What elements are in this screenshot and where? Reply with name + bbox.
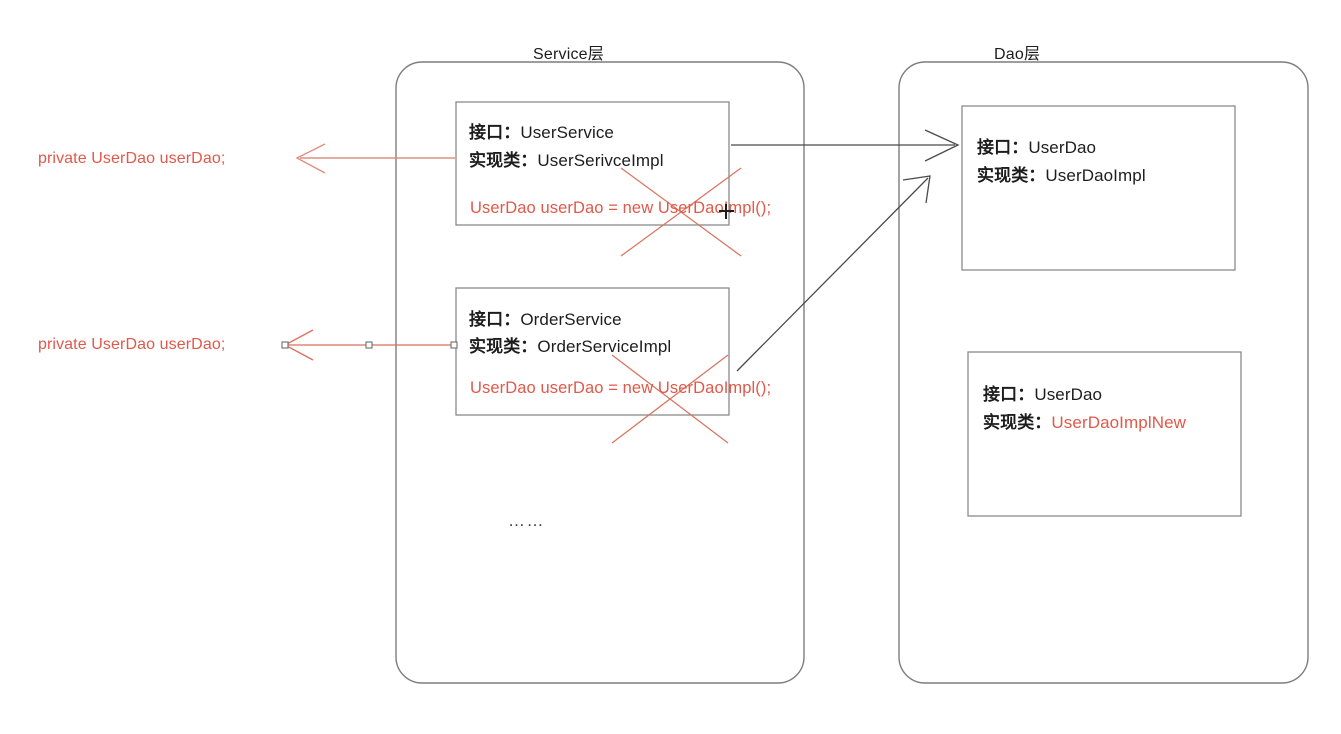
card-user-dao-impl-value: UserDaoImpl: [1045, 166, 1146, 185]
service-layer-ellipsis: ……: [508, 511, 545, 530]
card-user-dao-interface-value: UserDao: [1028, 138, 1097, 157]
card-order-service-code: UserDao userDao = new UserDaoImpl();: [470, 379, 772, 397]
card-user-dao-new-box[interactable]: [967, 351, 1242, 517]
move-crosshair-cursor: [719, 204, 734, 219]
card-user-service-impl-label: 实现类：: [469, 151, 538, 170]
strikeout-x-order-service: [611, 354, 729, 444]
card-user-dao-new-interface-row: 接口：UserDao: [983, 380, 1102, 405]
card-user-dao-new-impl-label: 实现类：: [983, 413, 1052, 432]
card-order-service-impl-row: 实现类：OrderServiceImpl: [469, 332, 671, 357]
note-user-dao-field-bottom: private UserDao userDao;: [38, 336, 226, 353]
card-user-service-interface-value: UserService: [520, 123, 614, 142]
note-user-dao-field-top: private UserDao userDao;: [38, 150, 226, 167]
card-user-service-interface-label: 接口：: [469, 123, 521, 142]
card-user-service-impl-value: UserSerivceImpl: [537, 151, 664, 170]
card-order-service-interface-row: 接口：OrderService: [469, 305, 622, 330]
connector-service-to-dao-horizontal[interactable]: [731, 129, 960, 162]
card-user-service-interface-row: 接口：UserService: [469, 118, 614, 143]
card-user-dao-new-impl-value: UserDaoImplNew: [1051, 413, 1187, 432]
card-user-dao-new-impl-row: 实现类：UserDaoImplNew: [983, 408, 1186, 433]
connector-order-service-to-note[interactable]: [283, 329, 455, 361]
card-order-service-interface-value: OrderService: [520, 310, 622, 329]
card-order-service-interface-label: 接口：: [469, 310, 521, 329]
card-user-dao-interface-row: 接口：UserDao: [977, 133, 1096, 158]
card-user-dao-interface-label: 接口：: [977, 138, 1029, 157]
card-user-dao-new-interface-label: 接口：: [983, 385, 1035, 404]
card-user-dao-impl-row: 实现类：UserDaoImpl: [977, 161, 1146, 186]
dao-layer-container[interactable]: [898, 61, 1309, 684]
card-user-dao-box[interactable]: [961, 105, 1236, 271]
card-user-dao-impl-label: 实现类：: [977, 166, 1046, 185]
card-user-service-impl-row: 实现类：UserSerivceImpl: [469, 146, 664, 171]
card-order-service-impl-value: OrderServiceImpl: [537, 337, 672, 356]
card-user-dao-new-interface-value: UserDao: [1034, 385, 1103, 404]
dao-layer-title: Dao层: [994, 46, 1041, 63]
card-user-service-code: UserDao userDao = new UserDaoImpl();: [470, 199, 772, 217]
connector-endpoint-handles[interactable]: [281, 341, 458, 349]
card-order-service-impl-label: 实现类：: [469, 337, 538, 356]
service-layer-title: Service层: [533, 46, 604, 63]
connector-user-service-to-note[interactable]: [295, 143, 455, 174]
